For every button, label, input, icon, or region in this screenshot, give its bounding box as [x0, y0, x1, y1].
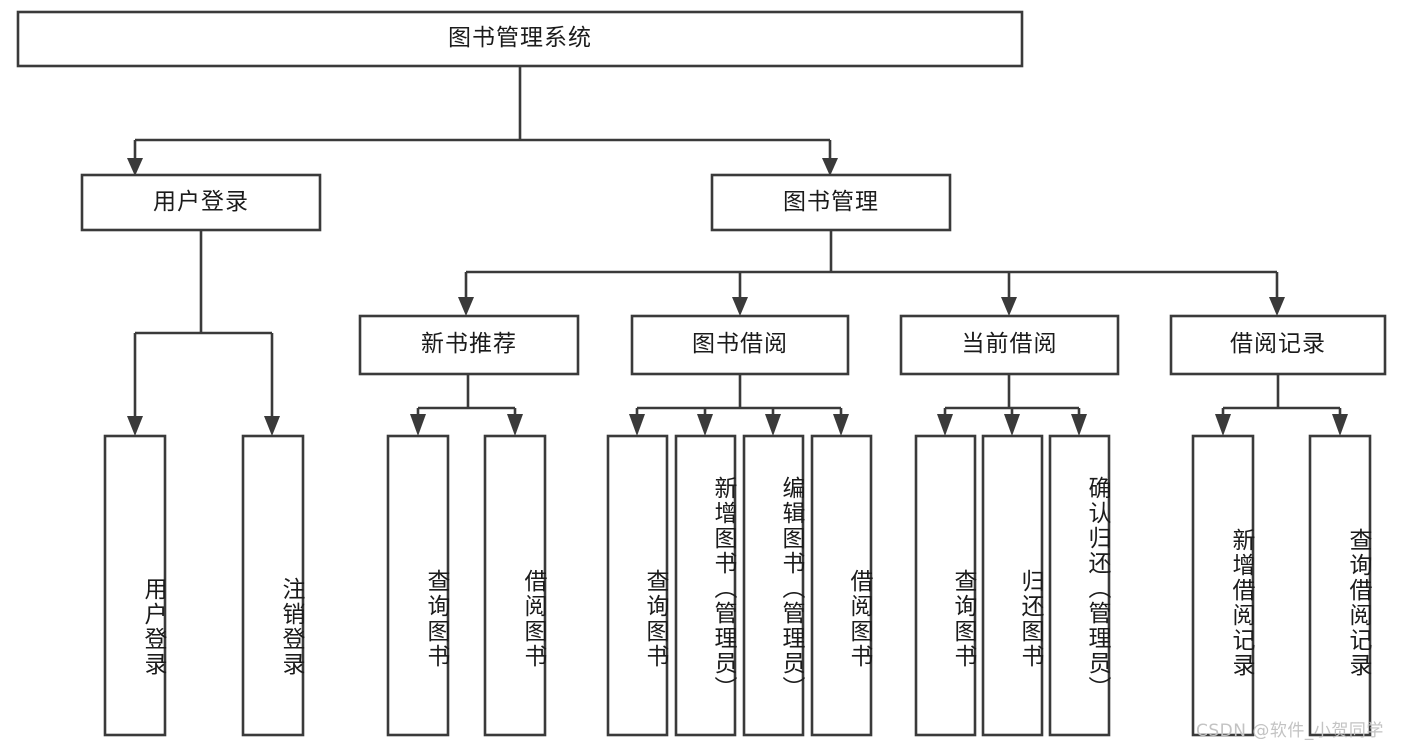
arrowhead-leaf-confirm-return: [1071, 414, 1087, 436]
arrowhead-book-management: [822, 158, 838, 176]
arrowhead-leaf-query-record: [1332, 414, 1348, 436]
node-leaf-borrow-book-2-box[interactable]: [810, 434, 873, 737]
node-leaf-query-book-1-box[interactable]: [386, 434, 450, 737]
arrowhead-current-borrow: [1001, 297, 1017, 316]
node-leaf-confirm-return-box[interactable]: [1048, 434, 1111, 737]
node-root-box[interactable]: [16, 10, 1024, 68]
node-leaf-query-book-3-box[interactable]: [914, 434, 977, 737]
arrowhead-leaf-borrow-book-2: [833, 414, 849, 436]
csdn-watermark: CSDN @软件_小贺同学: [1196, 721, 1384, 741]
node-leaf-add-record-box[interactable]: [1191, 434, 1255, 737]
node-leaf-return-book-box[interactable]: [981, 434, 1044, 737]
arrowhead-leaf-add-book: [697, 414, 713, 436]
node-leaf-logout-login-box[interactable]: [241, 434, 305, 737]
node-leaf-query-record-box[interactable]: [1308, 434, 1372, 737]
arrowhead-leaf-add-record: [1215, 414, 1231, 436]
node-new-book-recommend-box[interactable]: [358, 314, 580, 376]
node-borrow-record-box[interactable]: [1169, 314, 1387, 376]
arrowhead-leaf-query-book-1: [410, 414, 426, 436]
node-leaf-add-book-box[interactable]: [674, 434, 737, 737]
node-leaf-borrow-book-1-box[interactable]: [483, 434, 547, 737]
arrowhead-book-borrow: [732, 297, 748, 316]
node-user-login-box[interactable]: [80, 173, 322, 232]
node-leaf-edit-book-box[interactable]: [742, 434, 805, 737]
arrowhead-borrow-record: [1269, 297, 1285, 316]
node-leaf-user-login-box[interactable]: [103, 434, 167, 737]
node-book-management-box[interactable]: [710, 173, 952, 232]
arrowhead-new-book-recommend: [458, 297, 474, 316]
node-current-borrow-box[interactable]: [899, 314, 1120, 376]
node-leaf-query-book-2-box[interactable]: [606, 434, 669, 737]
arrowhead-leaf-logout-login: [264, 416, 280, 436]
arrowhead-leaf-borrow-book-1: [507, 414, 523, 436]
node-book-borrow-box[interactable]: [630, 314, 850, 376]
arrowhead-leaf-query-book-2: [629, 414, 645, 436]
arrowhead-user-login: [127, 158, 143, 176]
arrowhead-leaf-edit-book: [765, 414, 781, 436]
arrowhead-leaf-query-book-3: [937, 414, 953, 436]
arrowhead-leaf-user-login: [127, 416, 143, 436]
arrowhead-leaf-return-book: [1004, 414, 1020, 436]
